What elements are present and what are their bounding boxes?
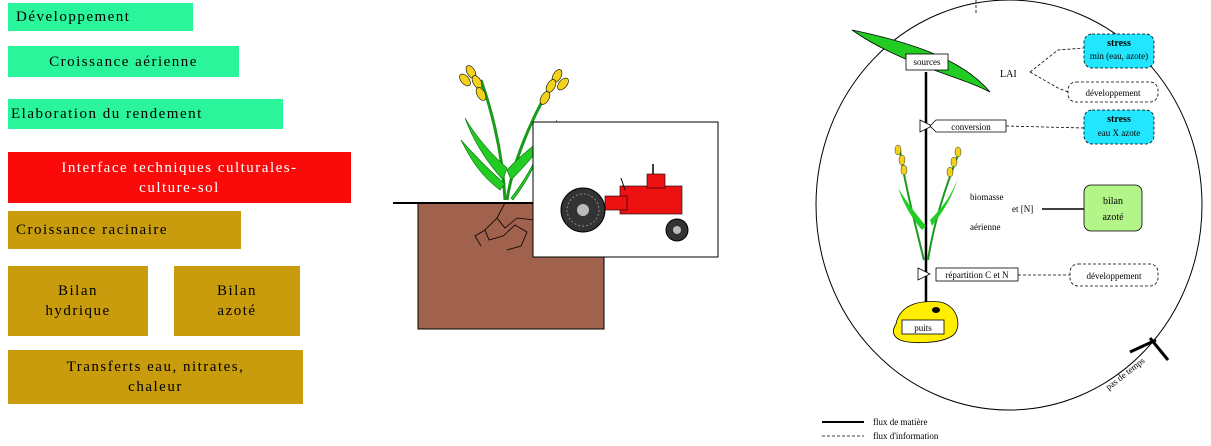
box-interface-techniques: Interface techniques culturales- culture… bbox=[8, 152, 351, 203]
box-developpement: Développement bbox=[8, 3, 193, 31]
label-line2: azoté bbox=[217, 303, 257, 319]
label-line2: culture-sol bbox=[139, 179, 220, 196]
crop-tractor-illustration bbox=[393, 65, 719, 330]
developpement-label-2: développement bbox=[1087, 271, 1142, 281]
stress-min-title: stress bbox=[1107, 38, 1131, 49]
sources-box bbox=[905, 53, 949, 71]
legend-matiere-label: flux de matière bbox=[873, 417, 927, 427]
box-croissance-aerienne: Croissance aérienne bbox=[8, 46, 239, 77]
label-line1: Interface techniques culturales- bbox=[61, 159, 298, 176]
box-bilan-azote: Bilan azoté bbox=[174, 266, 300, 336]
label-line2: chaleur bbox=[128, 379, 183, 395]
et-n-label: et [N] bbox=[1012, 204, 1033, 214]
developpement-box-1 bbox=[1067, 81, 1159, 103]
biomasse-label: biomasse bbox=[970, 192, 1004, 202]
label: Elaboration du rendement bbox=[11, 106, 203, 122]
repartition-label: répartition C et N bbox=[945, 270, 1009, 280]
bilan-azote-line1: bilan bbox=[1103, 196, 1123, 207]
crop-plant bbox=[459, 65, 569, 201]
label-line2: hydrique bbox=[45, 303, 111, 319]
box-transferts: Transferts eau, nitrates, chaleur bbox=[8, 350, 303, 404]
lai-info-line2 bbox=[1029, 71, 1069, 93]
repartition-tag bbox=[935, 267, 1019, 282]
lai-label: LAI bbox=[1000, 69, 1017, 80]
developpement-label-1: développement bbox=[1086, 88, 1141, 98]
box-elaboration-rendement: Elaboration du rendement bbox=[8, 99, 283, 129]
bilan-azote-box bbox=[1083, 184, 1143, 232]
label-line1: Transferts eau, nitrates, bbox=[66, 359, 245, 375]
label: Développement bbox=[16, 9, 131, 25]
label: Croissance racinaire bbox=[16, 222, 169, 238]
tractor-icon bbox=[560, 164, 689, 242]
stress-eau-azote-sub: eau X azote bbox=[1098, 128, 1140, 138]
puits-label: puits bbox=[914, 323, 932, 333]
repartition-valve bbox=[917, 267, 931, 281]
bilan-azote-line2: azoté bbox=[1102, 212, 1124, 223]
pas-de-temps-label: pas de temps bbox=[1104, 355, 1147, 392]
conversion-valve bbox=[919, 119, 933, 133]
box-bilan-hydrique: Bilan hydrique bbox=[8, 266, 148, 336]
label-line1: Bilan bbox=[217, 283, 257, 299]
wheat-plant-icon bbox=[894, 144, 962, 261]
puits-hole bbox=[932, 307, 940, 313]
time-arrow-icon bbox=[1129, 337, 1170, 361]
lai-info-line bbox=[1029, 47, 1085, 73]
puits-tag bbox=[901, 319, 945, 335]
stress-eau-azote-box bbox=[1083, 109, 1155, 145]
developpement-box-2 bbox=[1069, 263, 1159, 287]
stress-eau-azote-title: stress bbox=[1107, 114, 1131, 125]
aerienne-label: aérienne bbox=[970, 222, 1000, 232]
label-line1: Bilan bbox=[58, 283, 98, 299]
legend-information-label: flux d'information bbox=[873, 431, 939, 441]
stress-min-sub: min (eau, azote) bbox=[1090, 51, 1148, 61]
sources-label: sources bbox=[914, 57, 941, 67]
conversion-label: conversion bbox=[951, 122, 991, 132]
label: Croissance aérienne bbox=[49, 53, 198, 70]
time-cycle-ellipse bbox=[815, 0, 1203, 411]
conversion-info-line bbox=[1005, 125, 1085, 129]
stress-min-box bbox=[1083, 33, 1155, 69]
box-croissance-racinaire: Croissance racinaire bbox=[8, 211, 241, 249]
